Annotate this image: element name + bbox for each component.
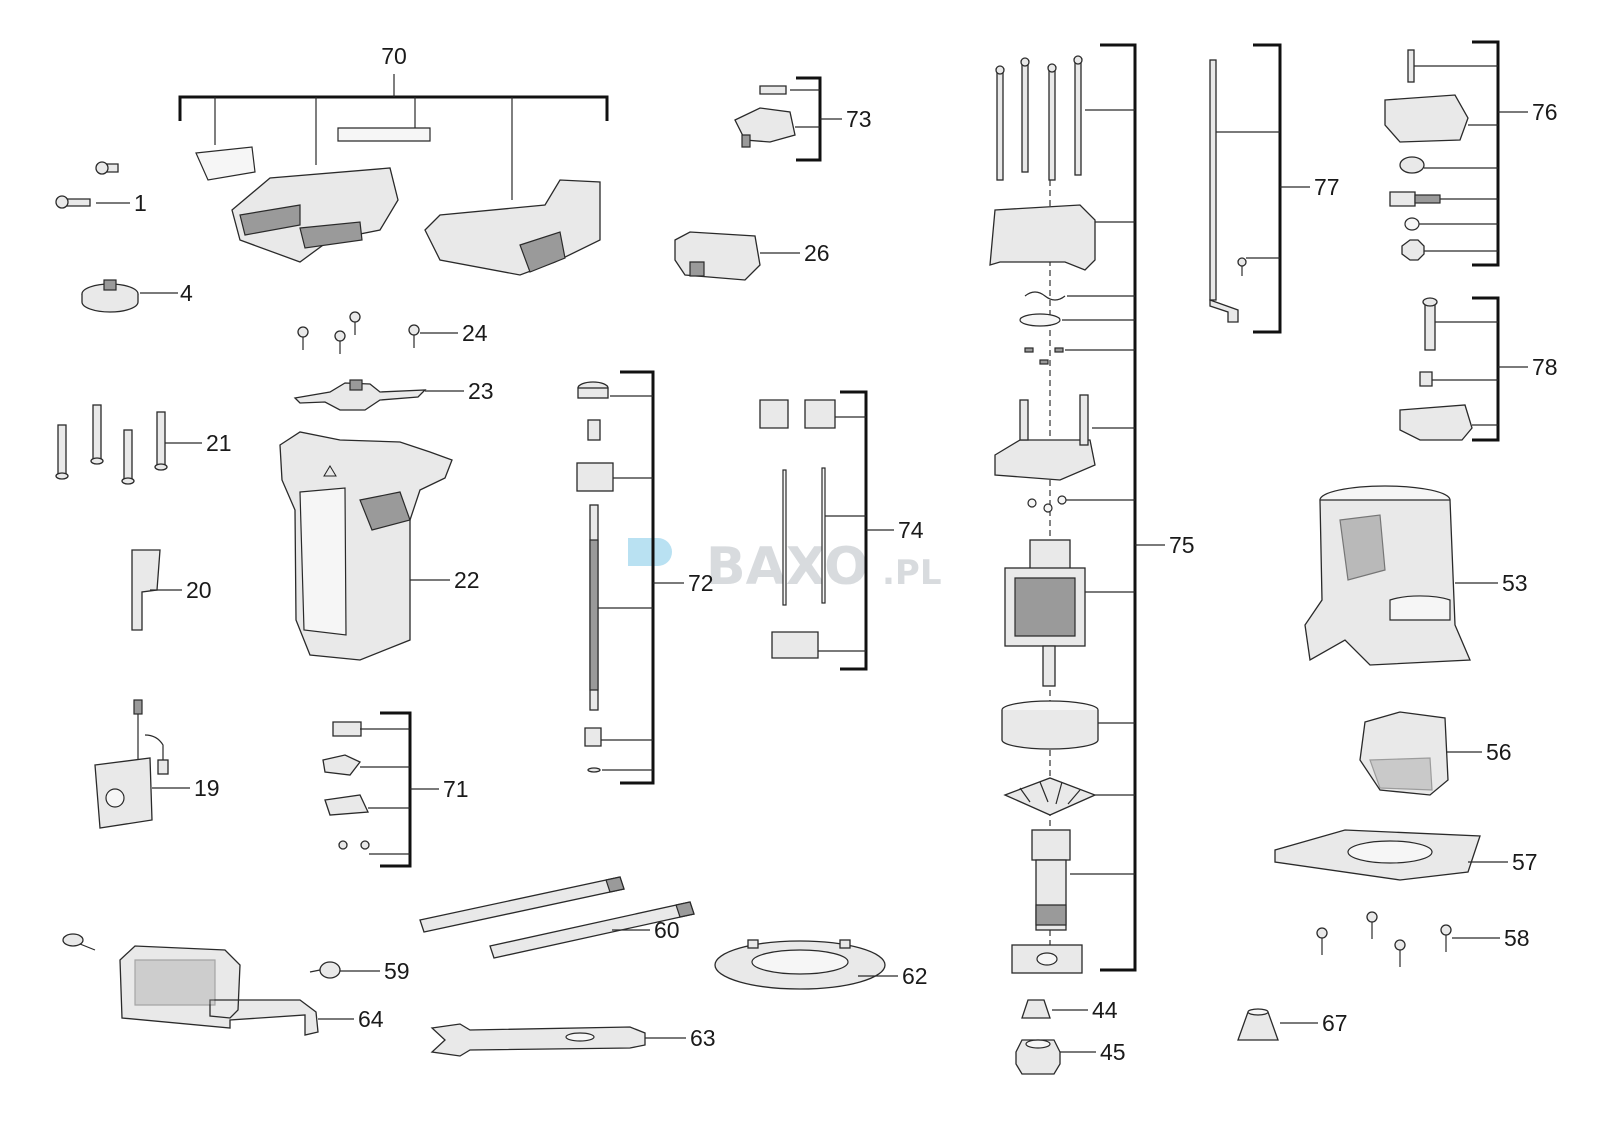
watermark-logo-icon (628, 538, 672, 566)
part-4-knob: 4 (81, 279, 193, 313)
part-22-motor-housing: 22 (279, 431, 480, 661)
part-56-dust-shield: 56 (1359, 711, 1512, 796)
callout-60: 60 (654, 917, 680, 943)
part-24-screws: 24 (297, 311, 488, 354)
part-26-switch-cover: 26 (674, 231, 830, 281)
part-21-screws: 21 (55, 404, 232, 485)
callout-73: 73 (846, 106, 872, 132)
callout-72: 72 (688, 570, 714, 596)
part-44-collet: 44 (1021, 997, 1118, 1023)
callout-58: 58 (1504, 925, 1530, 951)
part-70-housing-kit: 70 (178, 43, 609, 276)
callout-57: 57 (1512, 849, 1538, 875)
callout-76: 76 (1532, 99, 1558, 125)
callout-75: 75 (1169, 532, 1195, 558)
callout-45: 45 (1100, 1039, 1126, 1065)
watermark: BAXO .PL (628, 537, 942, 597)
callout-67: 67 (1322, 1010, 1348, 1036)
part-59-thumb-screw: 59 (62, 933, 410, 984)
callout-59: 59 (384, 958, 410, 984)
watermark-suffix: .PL (882, 553, 942, 593)
part-57-base-plate: 57 (1274, 829, 1538, 881)
part-23-clamp-plate: 23 (293, 378, 494, 411)
callout-19: 19 (194, 775, 220, 801)
callout-56: 56 (1486, 739, 1512, 765)
callout-20: 20 (186, 577, 212, 603)
part-76-lever-kit: 76 (1384, 40, 1558, 267)
part-77-depth-rod: 77 (1209, 43, 1340, 334)
callout-1: 1 (134, 190, 147, 216)
callout-64: 64 (358, 1006, 384, 1032)
callout-70: 70 (381, 43, 407, 69)
part-62-base-ring: 62 (714, 939, 928, 990)
callout-62: 62 (902, 963, 928, 989)
part-20-plate: 20 (131, 549, 212, 631)
part-58-screws: 58 (1316, 911, 1530, 967)
part-45-collet-nut: 45 (1015, 1039, 1126, 1075)
part-63-wrench: 63 (430, 1023, 716, 1057)
part-60-guide-rods: 60 (419, 876, 695, 959)
callout-71: 71 (443, 776, 469, 802)
callout-78: 78 (1532, 354, 1558, 380)
callout-24: 24 (462, 320, 488, 346)
part-67-collet: 67 (1237, 1008, 1348, 1041)
callout-26: 26 (804, 240, 830, 266)
callout-4: 4 (180, 280, 193, 306)
part-19-electronic-switch: 19 (94, 699, 220, 829)
watermark-main: BAXO (706, 537, 868, 597)
part-78-clamp-lever: 78 (1399, 296, 1558, 442)
part-1-screws: 1 (55, 161, 147, 216)
part-53-base-housing: 53 (1304, 485, 1528, 666)
part-72-depth-adjust: 72 (576, 370, 714, 785)
callout-21: 21 (206, 430, 232, 456)
part-73-lock-assembly: 73 (734, 76, 872, 162)
part-64-edge-guide: 64 (119, 945, 384, 1036)
callout-53: 53 (1502, 570, 1528, 596)
callout-44: 44 (1092, 997, 1118, 1023)
callout-23: 23 (468, 378, 494, 404)
callout-77: 77 (1314, 174, 1340, 200)
callout-74: 74 (898, 517, 924, 543)
part-75-motor-assembly: 75 (989, 43, 1195, 974)
part-74-brushes: 74 (759, 390, 924, 671)
callout-22: 22 (454, 567, 480, 593)
callout-63: 63 (690, 1025, 716, 1051)
part-71-spring-kit: 71 (322, 711, 469, 868)
